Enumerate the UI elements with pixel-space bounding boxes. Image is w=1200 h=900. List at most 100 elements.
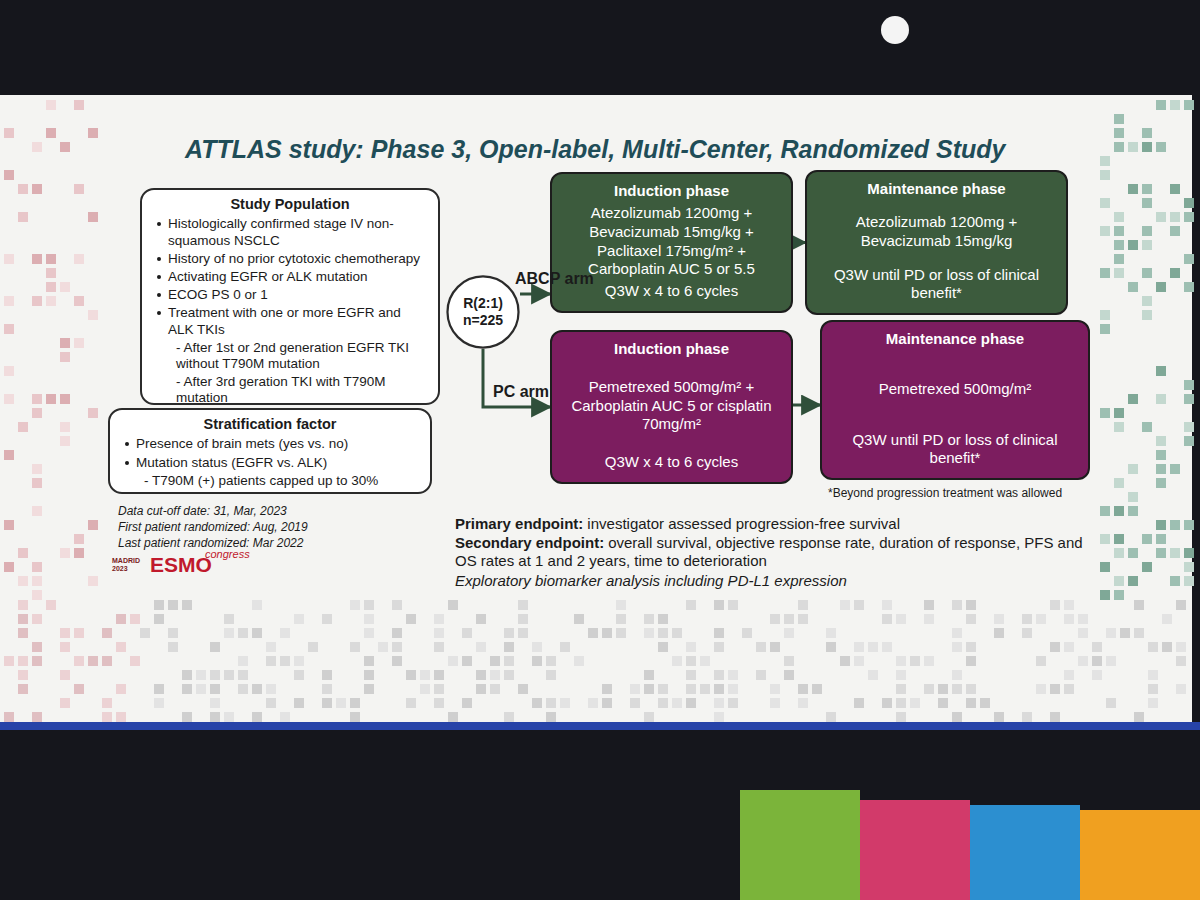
decor-square [1128, 464, 1138, 474]
bullet-item: Treatment with one or more EGFR and ALK … [152, 305, 428, 337]
congress-logo-text: MADRID 2023 [112, 557, 152, 574]
decor-square [896, 712, 906, 722]
decor-square [74, 254, 84, 264]
decor-square [714, 698, 724, 708]
decor-square [1078, 656, 1088, 666]
decor-square [1064, 614, 1074, 624]
decor-square [882, 600, 892, 610]
decor-square [74, 296, 84, 306]
decor-square [1022, 614, 1032, 624]
decor-square [238, 628, 248, 638]
decor-square [938, 684, 948, 694]
decor-square [518, 684, 528, 694]
decor-square [1114, 478, 1124, 488]
decor-square [1064, 600, 1074, 610]
decor-square [1092, 670, 1102, 680]
decor-square [1100, 170, 1110, 180]
decor-square [644, 614, 654, 624]
decor-square [434, 614, 444, 624]
decor-square [714, 684, 724, 694]
bullet-text: Treatment with one or more EGFR and ALK … [168, 305, 401, 336]
decor-square [32, 296, 42, 306]
decor-square [88, 520, 98, 530]
decor-square [32, 478, 42, 488]
bullet-text: History of no prior cytotoxic chemothera… [168, 251, 420, 266]
decor-square [1156, 478, 1166, 488]
decor-square [280, 628, 290, 638]
decor-square [210, 670, 220, 680]
decor-square [88, 128, 98, 138]
phase-heading: Induction phase [614, 340, 729, 359]
decor-square [116, 712, 126, 722]
decor-square [88, 212, 98, 222]
decor-square [32, 712, 42, 722]
decor-square [952, 670, 962, 680]
decor-square [462, 656, 472, 666]
decor-square [154, 600, 164, 610]
decor-square [602, 698, 612, 708]
decor-square [1156, 436, 1166, 446]
decor-square [560, 642, 570, 652]
decor-square [826, 712, 836, 722]
bullet-text: Activating EGFR or ALK mutation [168, 269, 368, 284]
decor-square [252, 712, 262, 722]
decor-square [60, 338, 70, 348]
decor-square [364, 670, 374, 680]
decor-square [896, 656, 906, 666]
decor-square [504, 670, 514, 680]
decor-square [224, 712, 234, 722]
decor-square [504, 712, 514, 722]
decor-square [560, 698, 570, 708]
decor-square [1170, 184, 1180, 194]
decor-square [644, 670, 654, 680]
circle-text: n=225 [463, 312, 503, 330]
regimen-text: Atezolizumab 1200mg + Bevacizumab 15mg/k… [817, 213, 1056, 251]
decor-square [18, 548, 28, 558]
decor-square [182, 684, 192, 694]
decor-square [32, 576, 42, 586]
decor-square [420, 670, 430, 680]
decor-square [1078, 614, 1088, 624]
decor-square [1148, 684, 1158, 694]
decor-square [644, 628, 654, 638]
sub-item: - After 1st or 2nd generation EGFR TKI w… [152, 340, 428, 372]
decor-square [18, 614, 28, 624]
decor-square [686, 600, 696, 610]
decor-square [168, 600, 178, 610]
decor-square [46, 128, 56, 138]
endpoint-heading: Secondary endpoint: [455, 534, 604, 551]
bullet-dot [157, 293, 161, 297]
decor-square [280, 656, 290, 666]
decor-square [1142, 226, 1152, 236]
decor-square [686, 670, 696, 680]
decor-square [88, 576, 98, 586]
decor-square [1114, 506, 1124, 516]
decor-square [490, 684, 500, 694]
decor-square [448, 656, 458, 666]
decor-square [60, 436, 70, 446]
decor-square [196, 670, 206, 680]
decor-square [1170, 212, 1180, 222]
decor-square [46, 268, 56, 278]
decor-square [1128, 394, 1138, 404]
decor-square [1064, 642, 1074, 652]
schedule-text: Q3W until PD or loss of clinical benefit… [817, 266, 1056, 304]
decor-square [392, 656, 402, 666]
decor-square [1114, 240, 1124, 250]
sub-item: - After 3rd geration TKI with T790M muta… [152, 374, 428, 406]
decor-square [714, 670, 724, 680]
decor-square [1128, 240, 1138, 250]
bullet-dot [157, 222, 161, 226]
decor-square [4, 656, 14, 666]
arm-connector [483, 349, 550, 407]
decor-square [182, 600, 192, 610]
decor-square [1128, 576, 1138, 586]
decor-square [966, 600, 976, 610]
decor-square [350, 600, 360, 610]
decor-square [364, 600, 374, 610]
decor-square [1050, 684, 1060, 694]
decor-square [32, 614, 42, 624]
decor-square [238, 684, 248, 694]
decor-square [1184, 576, 1194, 586]
decor-square [532, 642, 542, 652]
